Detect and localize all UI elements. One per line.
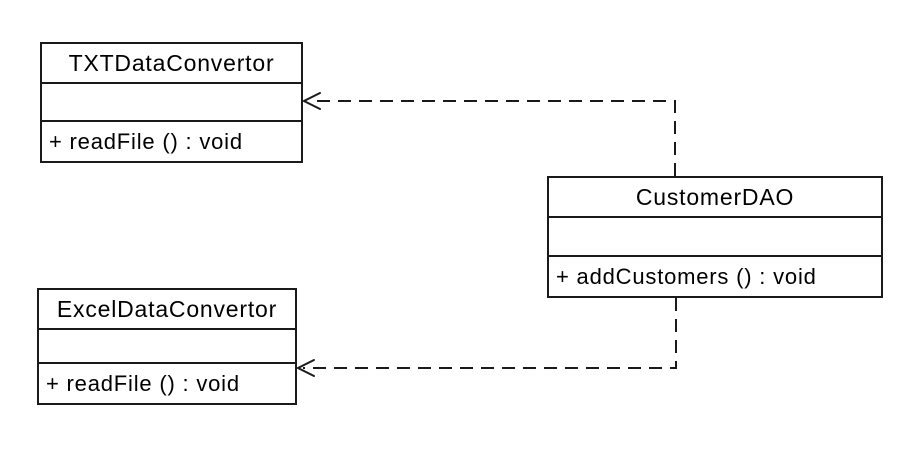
class-box-txtdataconvertor: TXTDataConvertor + readFile () : void xyxy=(40,42,303,163)
dependency-arrow-customerdao-to-exceldataconvertor xyxy=(303,298,677,369)
class-name-customerdao: CustomerDAO xyxy=(549,178,881,218)
class-box-customerdao: CustomerDAO + addCustomers () : void xyxy=(547,176,883,298)
attributes-compartment-customerdao xyxy=(549,218,881,257)
open-arrowhead-icon xyxy=(295,359,315,377)
class-name-txtdataconvertor: TXTDataConvertor xyxy=(42,44,301,84)
method-readfile-txtdataconvertor: + readFile () : void xyxy=(49,128,243,154)
class-name-exceldataconvertor: ExcelDataConvertor xyxy=(39,290,295,330)
open-arrowhead-icon xyxy=(301,92,321,110)
dependency-arrow-customerdao-to-txtdataconvertor xyxy=(309,100,676,176)
attributes-compartment-txtdataconvertor xyxy=(42,84,301,122)
attributes-compartment-exceldataconvertor xyxy=(39,330,295,364)
method-addcustomers-customerdao: + addCustomers () : void xyxy=(556,263,817,289)
class-box-exceldataconvertor: ExcelDataConvertor + readFile () : void xyxy=(37,288,297,405)
method-readfile-exceldataconvertor: + readFile () : void xyxy=(46,370,240,396)
